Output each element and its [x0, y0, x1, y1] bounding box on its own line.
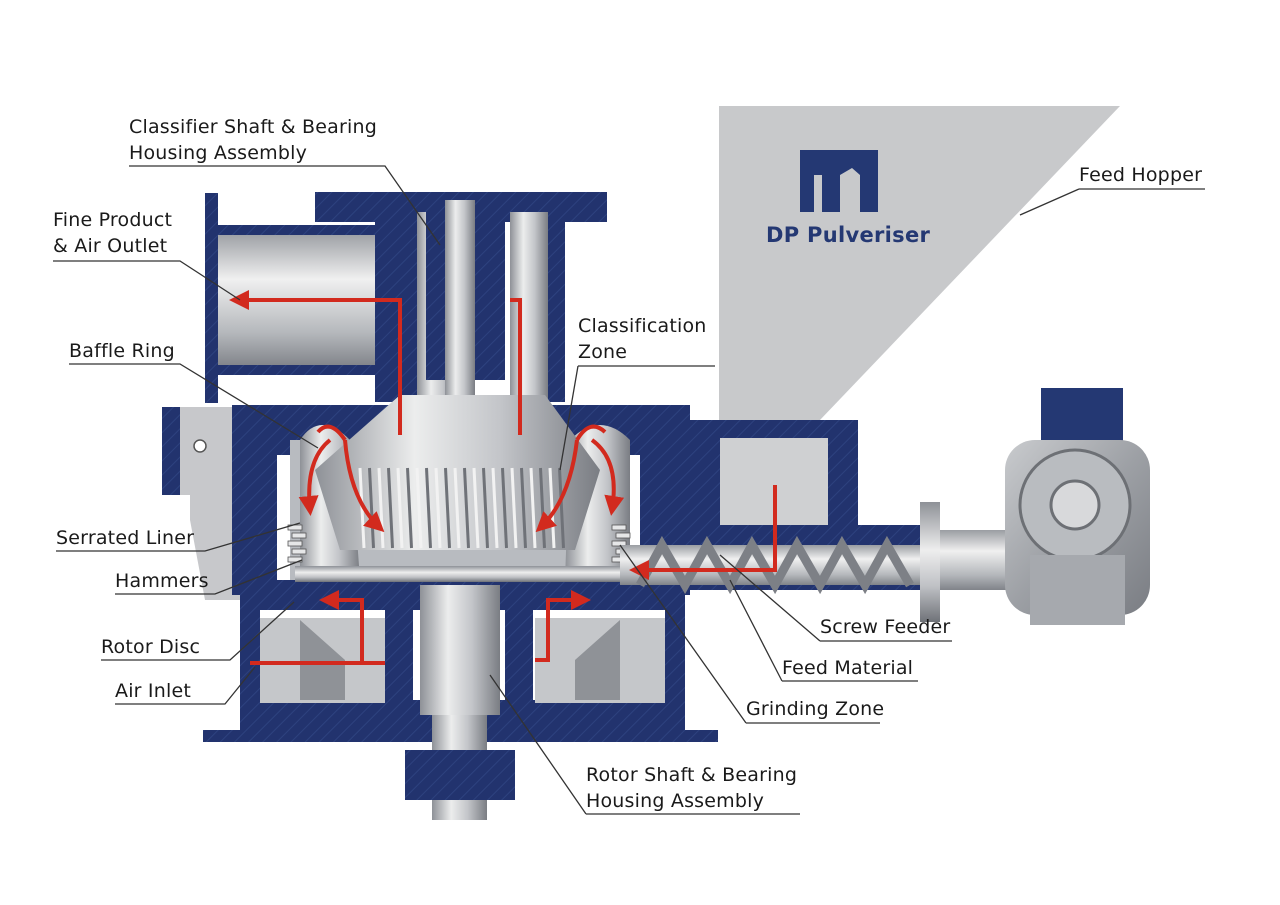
hammer-bar: [287, 556, 303, 563]
classifier-blade: [510, 467, 518, 549]
classifier-blade: [463, 467, 470, 549]
label-fine-product-outlet: Fine Product & Air Outlet: [53, 207, 172, 259]
label-line: Zone: [578, 341, 628, 363]
classifier-blade: [529, 467, 537, 549]
label-hammers: Hammers: [115, 568, 209, 594]
classifier-blade: [434, 467, 442, 549]
classifier-blade: [368, 467, 375, 549]
rotor-shaft: [385, 585, 533, 820]
label-air-inlet: Air Inlet: [115, 678, 191, 704]
label-line: & Air Outlet: [53, 235, 168, 257]
label-feed-material: Feed Material: [782, 655, 913, 681]
label-line: Air Inlet: [115, 680, 191, 702]
classifier-blade: [548, 467, 556, 549]
label-line: Grinding Zone: [746, 698, 885, 720]
label-line: Feed Material: [782, 657, 914, 679]
label-line: Serrated Liner: [56, 527, 195, 549]
label-line: Feed Hopper: [1079, 164, 1203, 186]
label-line: Screw Feeder: [820, 616, 951, 638]
dp-logo-icon: [800, 150, 878, 212]
label-line: Classification: [578, 315, 707, 337]
classifier-blade: [520, 467, 527, 549]
air-flow-arrows: [229, 290, 777, 665]
classifier-blade: [425, 467, 432, 549]
label-line: Housing Assembly: [129, 142, 308, 164]
leader-lines: [53, 165, 1205, 815]
classifier-blade: [501, 467, 508, 549]
classifier-blade: [539, 467, 546, 549]
hammer-bar: [287, 540, 303, 547]
hammers: [287, 524, 631, 563]
classifier-blades: [358, 467, 565, 549]
classifier-blade: [491, 467, 499, 549]
classifier-wheel: [315, 395, 600, 550]
label-line: Rotor Shaft & Bearing: [586, 764, 798, 786]
hammer-bar: [615, 532, 631, 539]
feed-hopper: [719, 106, 1120, 535]
classifier-blade: [482, 467, 489, 549]
label-line: Baffle Ring: [69, 340, 175, 362]
classifier-blade: [396, 467, 404, 549]
hammer-bar: [291, 532, 307, 539]
classifier-blade: [444, 467, 451, 549]
classifier-blade: [558, 467, 565, 549]
label-classifier-shaft: Classifier Shaft & Bearing Housing Assem…: [129, 114, 377, 166]
classifier-blade: [415, 467, 423, 549]
drive-motor: [1005, 388, 1150, 625]
label-line: Rotor Disc: [101, 636, 201, 658]
rotor-disc: [295, 566, 630, 582]
label-line: Classifier Shaft & Bearing: [129, 116, 377, 138]
label-rotor-disc: Rotor Disc: [101, 634, 200, 660]
label-grinding-zone: Grinding Zone: [746, 696, 884, 722]
classifier-blade: [406, 467, 413, 549]
screw-feeder: [620, 502, 1010, 622]
classifier-blade: [453, 467, 461, 549]
label-screw-feeder: Screw Feeder: [820, 614, 950, 640]
label-line: Hammers: [115, 570, 209, 592]
hammer-bar: [611, 524, 627, 531]
classifier-housing: [315, 192, 607, 465]
brand-name: DP Pulveriser: [766, 223, 931, 247]
label-line: Fine Product: [53, 209, 173, 231]
classifier-blade: [377, 467, 385, 549]
classifier-blade: [472, 467, 480, 549]
label-classification-zone: Classification Zone: [578, 313, 707, 365]
hammer-bar: [291, 548, 307, 555]
label-feed-hopper: Feed Hopper: [1079, 162, 1202, 188]
label-baffle-ring: Baffle Ring: [69, 338, 175, 364]
label-serrated-liner: Serrated Liner: [56, 525, 194, 551]
classifier-blade: [387, 467, 394, 549]
hammer-bar: [611, 540, 627, 547]
label-line: Housing Assembly: [586, 790, 765, 812]
air-inlet-chamber: [260, 618, 665, 703]
label-rotor-shaft: Rotor Shaft & Bearing Housing Assembly: [586, 762, 797, 814]
